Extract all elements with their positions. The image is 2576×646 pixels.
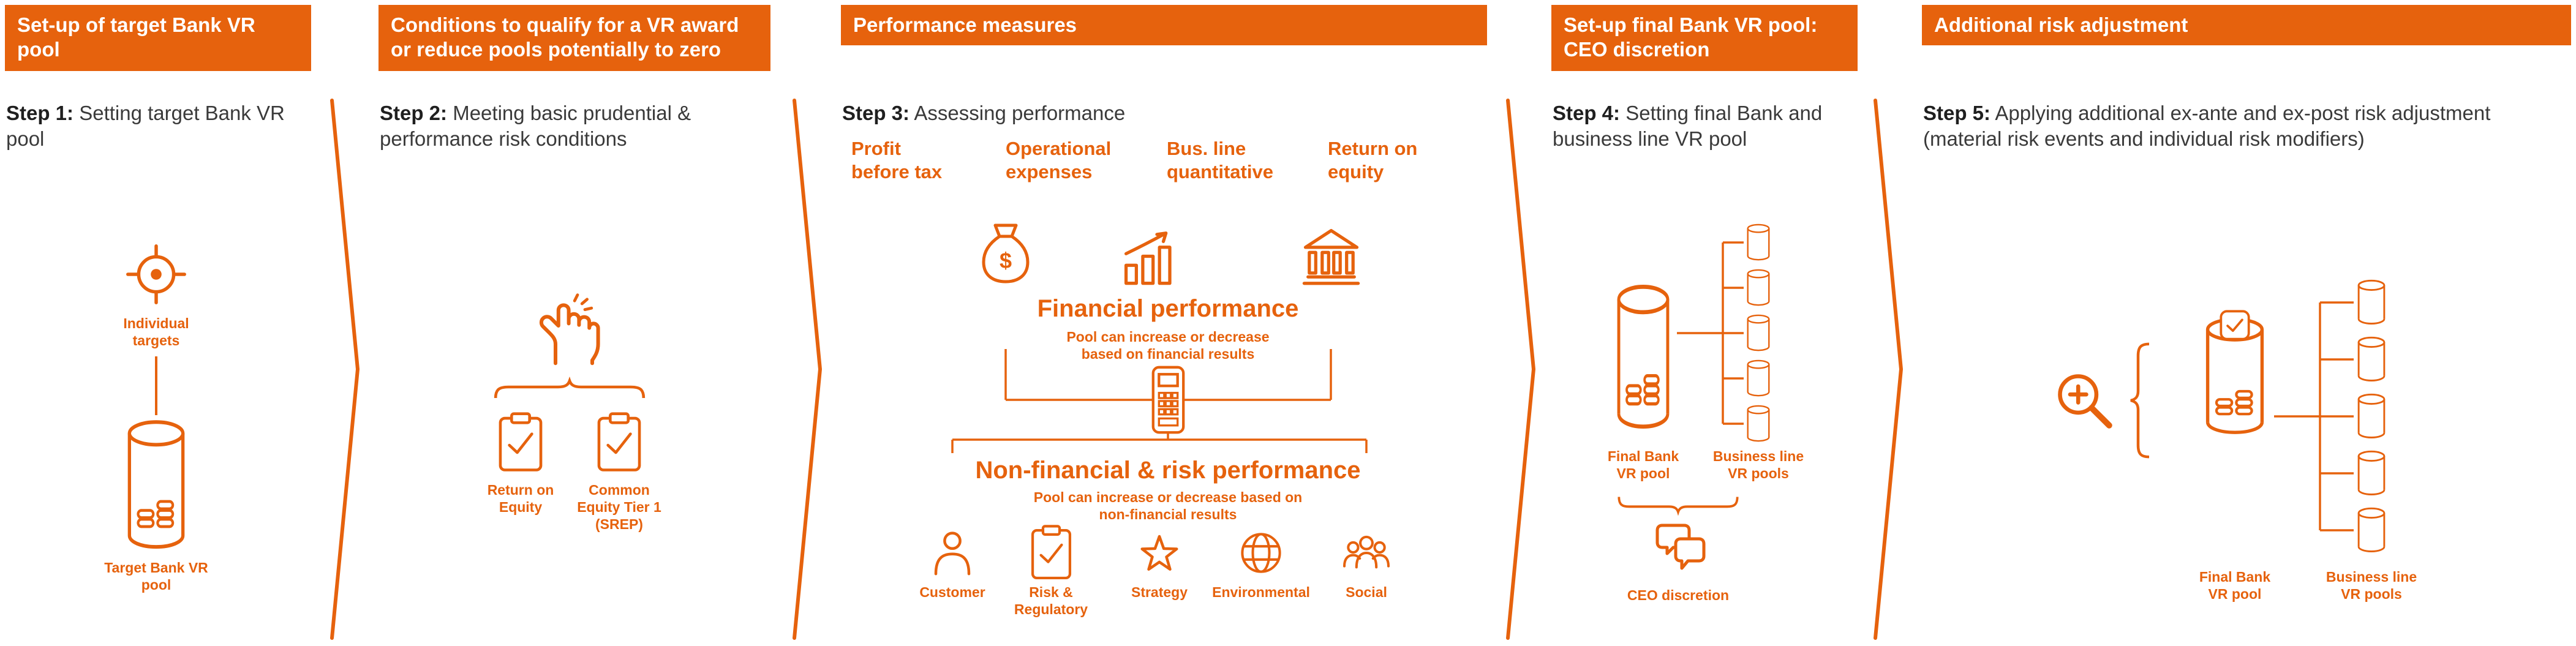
final-bank-pool-label: Final Bank VR pool <box>2199 569 2271 602</box>
factor-environmental-label: Environmental <box>1212 584 1310 600</box>
panel-step4: Set-up final Bank VR pool: CEO discretio… <box>1551 5 1858 642</box>
nonfinancial-performance-title: Non-financial & risk performance <box>975 457 1361 484</box>
business-line-cylinder-icon <box>2357 393 2386 438</box>
risk-regulatory-clipboard-icon <box>1025 524 1077 581</box>
business-line-cylinder-icon <box>2357 450 2386 495</box>
panel-step3: Performance measures Step 3: Assessing p… <box>841 5 1487 642</box>
step2-text: Meeting basic prudential & performance r… <box>380 102 691 150</box>
brace-over-icon <box>493 380 646 400</box>
measure-operational-expenses: Operational expenses <box>1006 138 1112 182</box>
factor-customer-label: Customer <box>919 584 985 600</box>
business-line-cylinder-icon <box>2357 279 2386 325</box>
step4-text: Setting final Bank and business line VR … <box>1553 102 1823 150</box>
panel2-header: Conditions to qualify for a VR award or … <box>378 5 770 71</box>
chevron-separator-icon <box>1873 98 1904 640</box>
check-badge-icon <box>2220 310 2250 340</box>
step5-label: Step 5: <box>1923 102 1991 124</box>
panel1-header-text: Set-up of target Bank VR pool <box>17 13 255 61</box>
measure-profit-before-tax: Profit before tax <box>851 138 943 182</box>
panel4-header: Set-up final Bank VR pool: CEO discretio… <box>1551 5 1858 71</box>
brace-left-icon <box>2128 342 2152 459</box>
business-line-cylinder-icon <box>2357 507 2386 552</box>
pool-split-connector-lines <box>1677 241 1744 425</box>
customer-person-icon <box>925 525 980 580</box>
money-bag-icon <box>975 219 1036 287</box>
panel-step5: Additional risk adjustment Step 5: Apply… <box>1922 5 2571 642</box>
speech-bubbles-icon <box>1648 520 1709 576</box>
target-vr-pool-cylinder-icon <box>120 416 192 554</box>
panel2-step: Step 2: Meeting basic prudential & perfo… <box>380 100 764 152</box>
pool-split-connector-lines <box>2274 301 2354 531</box>
ceo-discretion-label: CEO discretion <box>1627 587 1730 603</box>
business-line-cylinder-icon <box>2357 336 2386 381</box>
business-line-cylinder-icon <box>1747 314 1770 351</box>
financial-performance-subtitle: Pool can increase or decrease based on f… <box>1066 329 1270 362</box>
chevron-separator-icon <box>330 98 360 640</box>
snap-hand-icon <box>533 293 607 366</box>
panel3-header-text: Performance measures <box>853 13 1077 36</box>
clipboard-check-icon <box>591 411 647 473</box>
chevron-separator-icon <box>1505 98 1536 640</box>
environmental-globe-icon <box>1233 525 1289 580</box>
cet1-srep-label: Common Equity Tier 1 (SREP) <box>577 482 661 532</box>
step2-label: Step 2: <box>380 102 448 124</box>
panel-step1: Set-up of target Bank VR pool Step 1: Se… <box>5 5 311 642</box>
step3-label: Step 3: <box>842 102 910 124</box>
financial-performance-title: Financial performance <box>1037 295 1299 322</box>
measure-business-line-quantitative: Bus. line quantitative <box>1167 138 1273 182</box>
panel4-header-text: Set-up final Bank VR pool: CEO discretio… <box>1564 13 1818 61</box>
bank-icon <box>1299 223 1363 287</box>
step4-label: Step 4: <box>1553 102 1621 124</box>
panel2-header-text: Conditions to qualify for a VR award or … <box>391 13 739 61</box>
panel-step2: Conditions to qualify for a VR award or … <box>378 5 770 642</box>
business-line-cylinder-icon <box>1747 223 1770 261</box>
panel4-step: Step 4: Setting final Bank and business … <box>1553 100 1851 152</box>
step1-label: Step 1: <box>6 102 74 124</box>
chevron-separator-icon <box>792 98 823 640</box>
business-line-cylinder-icon <box>1747 269 1770 306</box>
target-pool-label: Target Bank VR pool <box>104 560 208 593</box>
panel5-header: Additional risk adjustment <box>1922 5 2571 45</box>
clipboard-check-icon <box>492 411 549 473</box>
panel3-header: Performance measures <box>841 5 1487 45</box>
final-bank-pool-label: Final Bank VR pool <box>1607 448 1679 481</box>
step3-text: Assessing performance <box>914 102 1126 124</box>
social-people-icon <box>1339 525 1394 580</box>
magnifier-plus-icon <box>2050 366 2117 434</box>
panel5-step: Step 5: Applying additional ex-ante and … <box>1923 100 2565 152</box>
bar-chart-arrow-icon <box>1118 224 1183 288</box>
final-bank-pool-cylinder-icon <box>1610 280 1676 435</box>
business-line-cylinder-icon <box>1747 359 1770 397</box>
measure-return-on-equity: Return on equity <box>1328 138 1418 182</box>
nonfinancial-performance-subtitle: Pool can increase or decrease based on n… <box>1033 489 1303 522</box>
panel1-step: Step 1: Setting target Bank VR pool <box>6 100 305 152</box>
calculator-icon <box>1139 365 1197 435</box>
factor-risk-regulatory-label: Risk & Regulatory <box>1014 584 1088 617</box>
business-line-pools-label: Business line VR pools <box>1712 448 1804 481</box>
return-on-equity-label: Return on Equity <box>487 482 554 515</box>
panel5-header-text: Additional risk adjustment <box>1934 13 2188 36</box>
panel1-header: Set-up of target Bank VR pool <box>5 5 311 71</box>
brace-under-icon <box>1618 495 1739 514</box>
target-icon <box>122 241 190 308</box>
business-line-pools-label: Business line VR pools <box>2326 569 2417 602</box>
business-line-cylinder-icon <box>1747 405 1770 442</box>
strategy-star-icon <box>1132 525 1187 580</box>
step5-text: Applying additional ex-ante and ex-post … <box>1923 102 2491 150</box>
factor-strategy-label: Strategy <box>1131 584 1188 600</box>
panel3-step: Step 3: Assessing performance <box>842 100 1481 126</box>
connector-line <box>155 356 157 415</box>
step1-text: Setting target Bank VR pool <box>6 102 285 150</box>
factor-social-label: Social <box>1346 584 1387 600</box>
individual-targets-label: Individual targets <box>123 315 189 348</box>
